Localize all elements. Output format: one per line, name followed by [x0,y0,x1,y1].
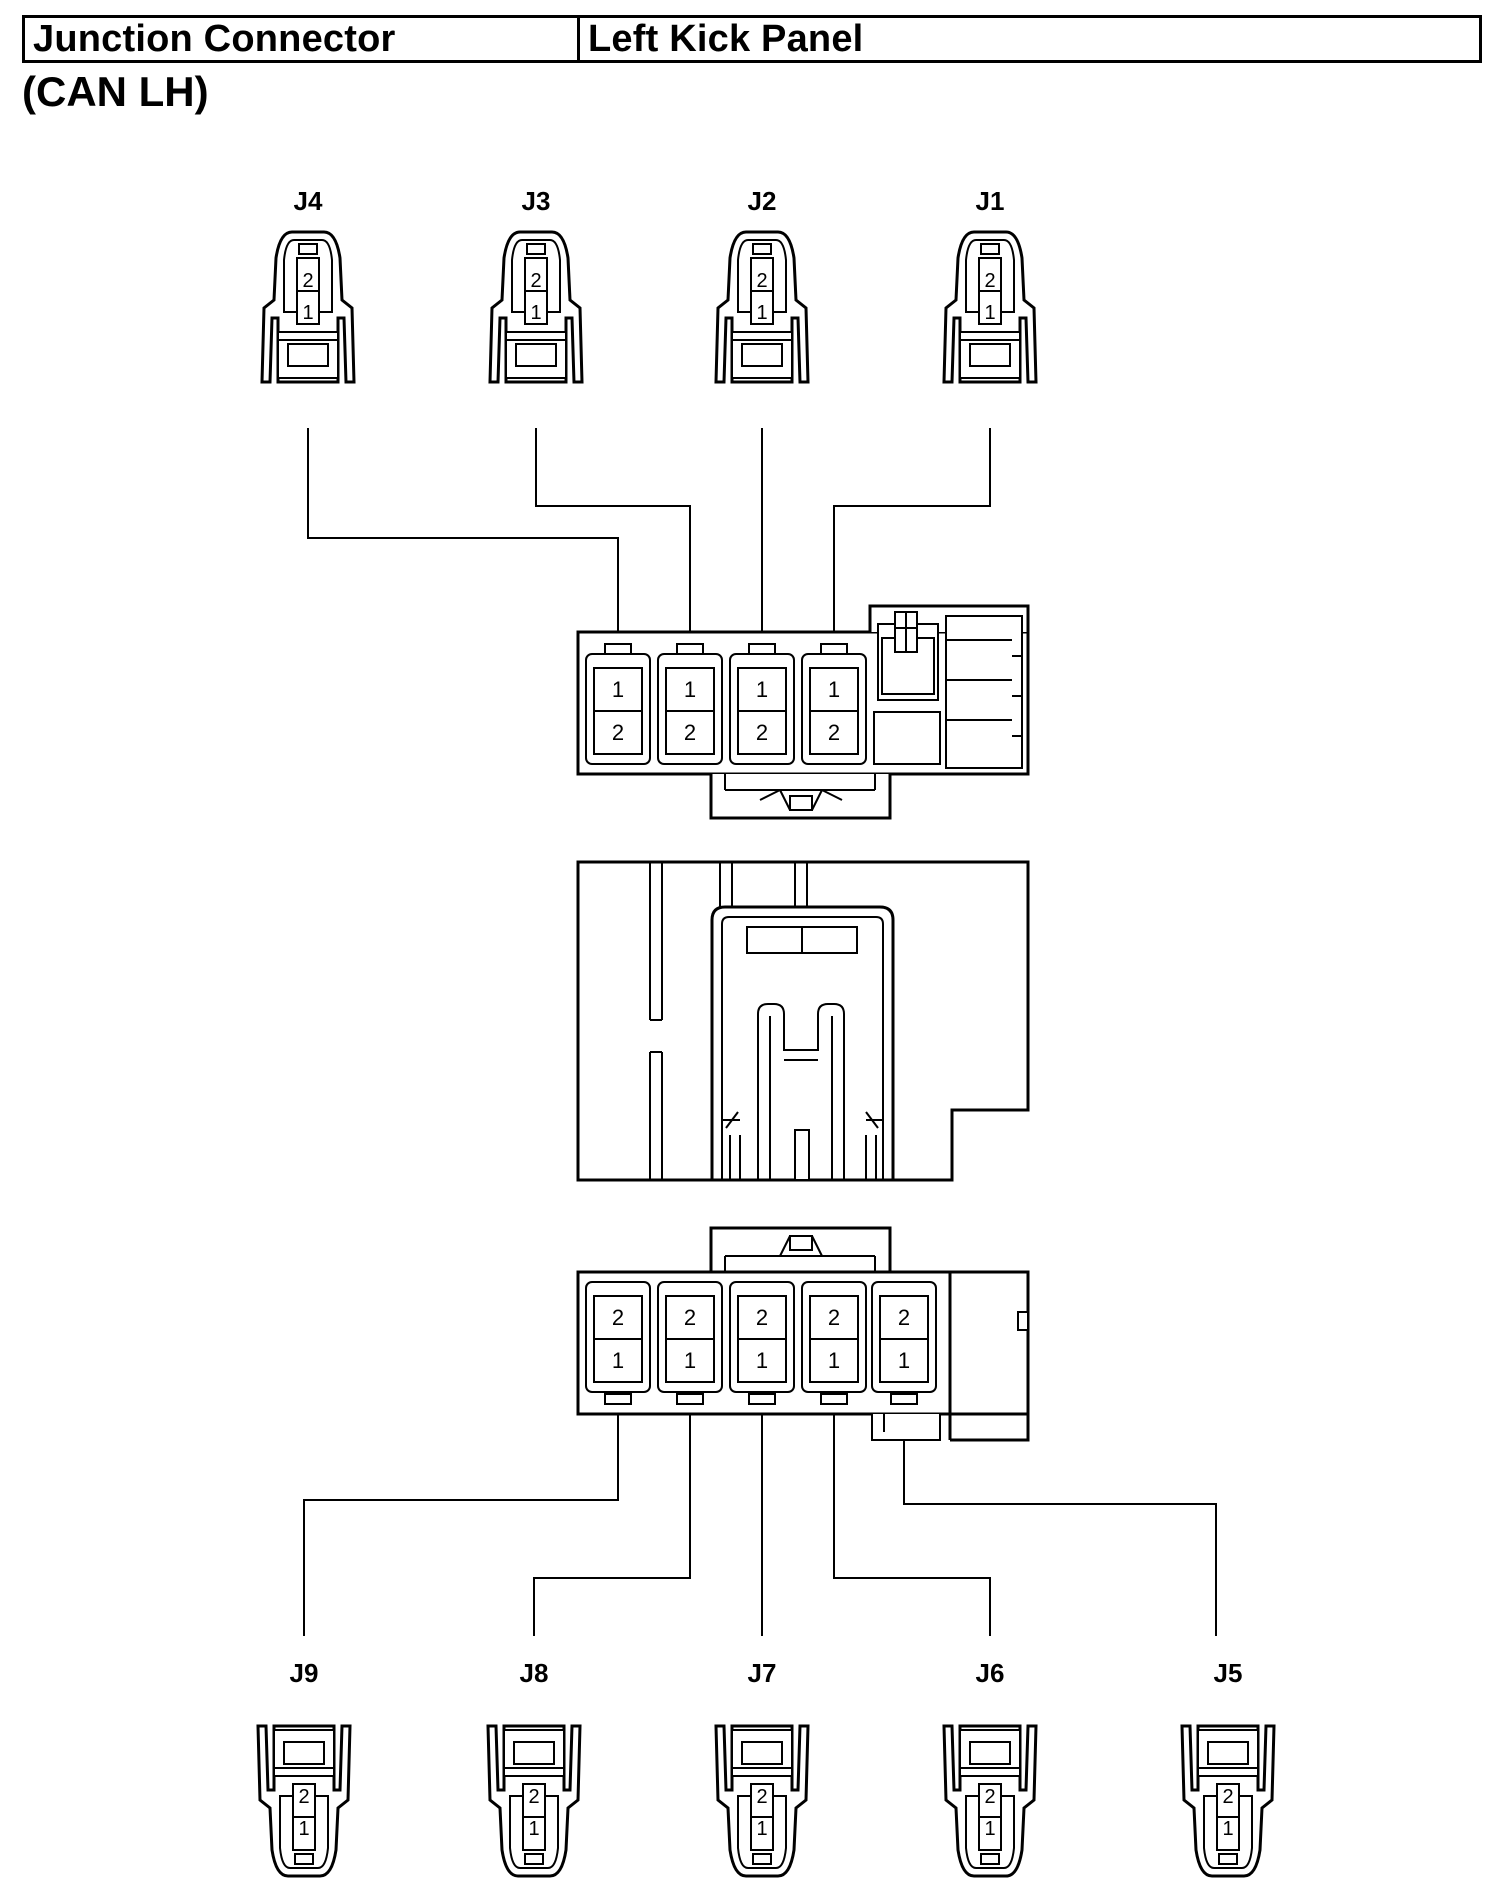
cavity: 21 [657,1281,723,1405]
pin-number: 2 [756,1786,767,1808]
cavity: 12 [729,643,795,765]
wire-j4 [307,428,619,644]
connector-j5: 1 2 J5 [1180,1658,1276,1878]
pin-number: 1 [1222,1818,1233,1840]
pin-number: 1 [828,1348,840,1373]
pin-number: 1 [684,1348,696,1373]
cavity: 21 [729,1281,795,1405]
pin-number: 1 [898,1348,910,1373]
connector-label: J9 [290,1658,319,1688]
pin-number: 2 [612,1305,624,1330]
pin-number: 1 [756,302,767,324]
connector-label: J3 [522,186,551,216]
pin-number: 2 [984,1786,995,1808]
cavity: 12 [801,643,867,765]
wire-j9 [303,1402,619,1636]
side-view-body [576,860,1030,1182]
junction-block-side-view [576,860,1030,1182]
connector-j8: 1 2 J8 [486,1658,582,1878]
pin-number: 2 [828,720,840,745]
pin-number: 1 [756,1348,768,1373]
pin-number: 2 [898,1305,910,1330]
connector-j7: 1 2 J7 [714,1658,810,1878]
wire-group [303,428,1217,1636]
cavity: 21 [871,1281,937,1405]
pin-number: 1 [298,1818,309,1840]
pin-number: 1 [302,302,313,324]
connector-label: J1 [976,186,1005,216]
pin-number: 2 [298,1786,309,1808]
wire-j1 [833,428,991,644]
pin-number: 2 [756,270,767,292]
part-name-cell: Junction Connector [25,18,580,60]
wire-j8 [533,1402,691,1636]
pin-number: 2 [984,270,995,292]
pin-number: 2 [756,1305,768,1330]
wire-j5 [903,1402,1217,1636]
pin-number: 1 [612,677,624,702]
pin-number: 2 [684,1305,696,1330]
pin-number: 1 [684,677,696,702]
pin-number: 1 [756,677,768,702]
pin-number: 1 [828,677,840,702]
connector-j9: 1 2 J9 [256,1658,352,1878]
pin-number: 1 [984,302,995,324]
pin-number: 1 [530,302,541,324]
connector-label: J5 [1214,1658,1243,1688]
pin-number: 2 [528,1786,539,1808]
pin-number: 2 [684,720,696,745]
connector-label: J6 [976,1658,1005,1688]
pin-number: 2 [1222,1786,1233,1808]
connector-j6: 1 2 J6 [942,1658,1038,1878]
pin-number: 1 [984,1818,995,1840]
pin-number: 2 [302,270,313,292]
connector-j3: 2 1 J3 [488,186,584,384]
cavity: 12 [585,643,651,765]
connector-label: J7 [748,1658,777,1688]
pin-number: 1 [528,1818,539,1840]
connector-label: J8 [520,1658,549,1688]
diagram-subtitle: (CAN LH) [22,68,209,115]
connector-label: J4 [294,186,323,216]
pin-number: 2 [612,720,624,745]
cavity: 21 [585,1281,651,1405]
connector-j2: 2 1 J2 [714,186,810,384]
pin-number: 2 [756,720,768,745]
location-cell: Left Kick Panel [588,17,864,60]
connector-j4: 2 1 J4 [260,186,356,384]
connector-label: J2 [748,186,777,216]
wire-j3 [535,428,691,644]
wire-j6 [833,1402,991,1636]
cavity: 21 [801,1281,867,1405]
header-table: Junction Connector Left Kick Panel [22,15,1482,63]
pin-number: 1 [612,1348,624,1373]
pin-number: 2 [828,1305,840,1330]
connector-j1: 2 1 J1 [942,186,1038,384]
pin-number: 1 [756,1818,767,1840]
cavity: 12 [657,643,723,765]
pin-number: 2 [530,270,541,292]
